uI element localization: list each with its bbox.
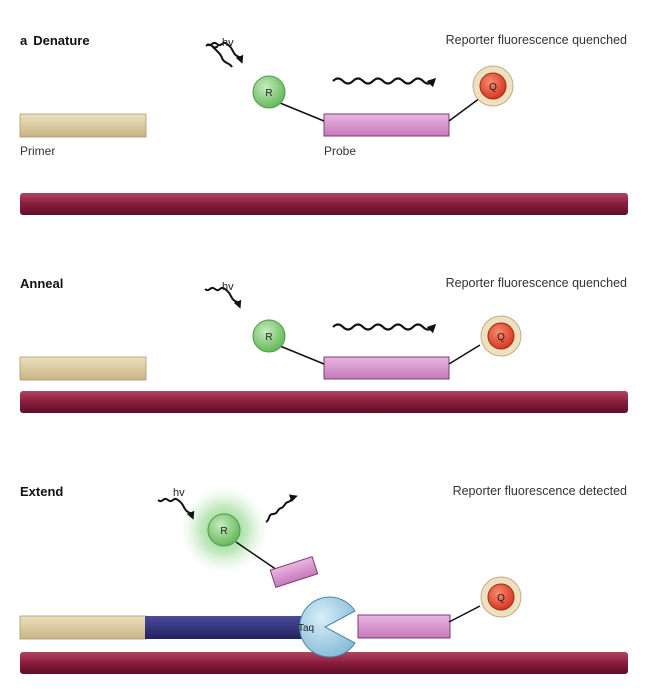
- extended-strand: [145, 616, 310, 639]
- dna-strand: [20, 391, 628, 413]
- reporter-dye: [252, 319, 286, 353]
- quencher-letter: Q: [497, 332, 505, 343]
- panel-title-denature: a Denature: [20, 33, 90, 48]
- reporter-letter: R: [220, 526, 227, 537]
- status-text: Reporter fluorescence detected: [452, 484, 627, 498]
- status-text: Reporter fluorescence quenched: [445, 276, 627, 290]
- light-in-arrow-icon: [157, 497, 195, 520]
- reporter-dye: [207, 513, 241, 547]
- status-text: Reporter fluorescence quenched: [445, 33, 627, 47]
- light-out-arrow-icon: [265, 494, 298, 523]
- panel-title-extend: Extend: [20, 484, 63, 499]
- dna-strand: [20, 652, 628, 674]
- primer-label: Primer: [20, 144, 56, 158]
- taq-polymerase: [299, 596, 356, 658]
- quencher-dye: [487, 322, 515, 350]
- cleaved-probe-fragment: [269, 556, 319, 588]
- probe: [323, 113, 450, 137]
- fret-transfer-wave-icon: [332, 323, 437, 334]
- quencher-dye: [479, 72, 507, 100]
- hv-label: hv: [173, 487, 185, 499]
- panel-denature: R Q: [19, 41, 628, 215]
- quencher-linker: [448, 605, 481, 623]
- quencher-dye: [487, 583, 515, 611]
- reporter-linker: [235, 541, 278, 571]
- hv-label: hv: [222, 37, 234, 49]
- reporter-letter: R: [265, 332, 272, 343]
- primer: [19, 615, 147, 640]
- panel-title-anneal: Anneal: [20, 276, 63, 291]
- reporter-linker: [279, 345, 325, 365]
- probe-label: Probe: [324, 144, 357, 158]
- reporter-linker: [279, 102, 325, 122]
- panel-title-text: Anneal: [20, 276, 64, 291]
- dna-strand: [20, 193, 628, 215]
- taq-label: Taq: [298, 623, 314, 634]
- probe-remainder: [357, 614, 451, 639]
- quencher-linker: [448, 97, 481, 122]
- quencher-linker: [448, 344, 481, 365]
- quencher-letter: Q: [489, 82, 497, 93]
- quencher-letter: Q: [497, 593, 505, 604]
- probe: [323, 356, 450, 380]
- light-in-arrow-icon: [206, 41, 244, 64]
- panel-anneal: R Q: [19, 286, 628, 413]
- primer: [19, 356, 147, 381]
- panel-title-text: Extend: [20, 484, 64, 499]
- reporter-dye: [252, 75, 286, 109]
- reporter-letter: R: [265, 88, 272, 99]
- fret-transfer-wave-icon: [332, 77, 437, 88]
- panel-letter: a: [20, 33, 28, 48]
- light-in-arrow-icon: [204, 286, 242, 309]
- hv-label: hv: [222, 281, 234, 293]
- primer: [19, 113, 147, 138]
- panel-extend: Q Taq R: [19, 486, 628, 674]
- panel-title-text: Denature: [33, 33, 90, 48]
